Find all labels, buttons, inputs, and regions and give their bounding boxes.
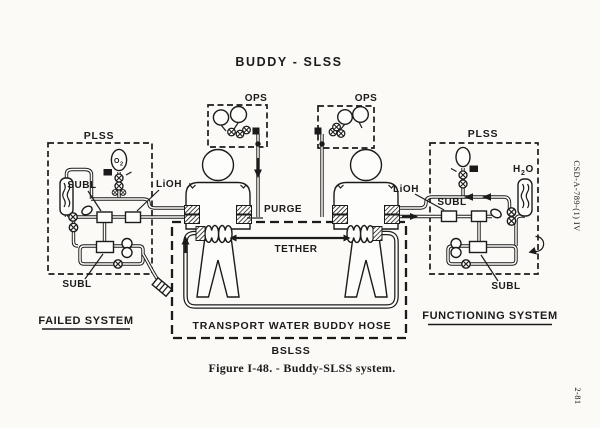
flow-arrow-left <box>464 193 473 201</box>
plss-left-label: PLSS <box>84 130 115 142</box>
h2o-label: H <box>513 164 521 175</box>
o2-label: O <box>114 158 120 165</box>
sublimator-lower-right <box>468 240 488 254</box>
figure-caption: Figure I-48. - Buddy-SLSS system. <box>208 361 395 375</box>
functioning-system-label: FUNCTIONING SYSTEM <box>422 310 557 322</box>
purge-flow-arrow <box>254 169 262 178</box>
ops-right-internals <box>314 105 370 217</box>
hose-fitting-left <box>195 226 206 241</box>
lioh-right-label: LiOH <box>393 184 419 195</box>
water-disconnect-fitting <box>151 276 173 298</box>
tether-end <box>343 234 351 242</box>
sublimator-right <box>440 210 458 223</box>
water-flow-arrow-up <box>181 236 190 245</box>
purge-label: PURGE <box>264 204 302 215</box>
hose-fitting-right <box>372 226 383 241</box>
sublimator-left <box>96 211 113 224</box>
labels: BUDDY - SLSS PLSS PLSS OPS OPS SUBL LiOH… <box>38 55 583 405</box>
page-number: 2-81 <box>573 387 583 404</box>
plss-left-internals <box>59 148 188 298</box>
flow-arrow-left <box>482 193 491 201</box>
ops-left-label: OPS <box>245 93 268 104</box>
subl-lower-right-label: SUBL <box>491 281 520 292</box>
bslss-box <box>170 220 408 340</box>
astronaut-left <box>183 148 253 298</box>
bslss-label: BSLSS <box>271 345 310 357</box>
ops-right-label: OPS <box>355 93 378 104</box>
lioh-cartridge-right <box>470 210 488 223</box>
sublimator-lower-left <box>95 240 115 254</box>
ops-right-box <box>317 105 375 149</box>
astronaut-right <box>331 148 401 298</box>
pump-right <box>450 246 462 259</box>
diagram-title: BUDDY - SLSS <box>235 55 342 69</box>
leader-lines <box>84 189 499 282</box>
tether-label: TETHER <box>275 244 318 255</box>
o2-bottle-right <box>455 146 471 168</box>
check-valve-left <box>81 205 93 216</box>
lioh-cartridge-left <box>124 211 142 224</box>
plss-right-internals <box>397 146 545 269</box>
subl-upper-right-label: SUBL <box>437 197 466 208</box>
h2o-reservoir-right <box>517 178 533 217</box>
bslss-loop <box>181 224 399 309</box>
plss-right-label: PLSS <box>468 128 499 140</box>
subl-upper-left-label: SUBL <box>67 180 96 191</box>
pump-left <box>121 246 133 259</box>
subl-lower-left-label: SUBL <box>62 279 91 290</box>
check-valve-right <box>490 208 502 219</box>
ops-o2-sphere <box>337 108 354 125</box>
ops-left-box <box>207 104 268 148</box>
flow-arrow-right <box>410 213 418 220</box>
flow-arrow-curved <box>528 247 537 255</box>
ops-left-internals <box>212 105 262 217</box>
o2-bottle-left <box>110 148 128 172</box>
ops-o2-sphere <box>212 109 230 126</box>
h2o-label-sub: 2 <box>521 170 525 177</box>
transport-hose-label: TRANSPORT WATER BUDDY HOSE <box>193 320 392 332</box>
astronauts <box>183 148 401 298</box>
plss-right-box <box>429 142 539 275</box>
ops-o2-sphere <box>229 105 248 124</box>
ops-o2-sphere <box>352 105 370 123</box>
failed-system-label: FAILED SYSTEM <box>38 315 133 327</box>
o2-label-sub: 2 <box>120 162 123 168</box>
tether-end <box>229 234 237 242</box>
lioh-left-label: LiOH <box>156 179 182 190</box>
h2o-label-o: O <box>526 164 534 175</box>
dashed-boxes <box>47 104 539 340</box>
plss-left-box <box>47 142 153 275</box>
document-reference: CSD-A-789-(1) IV <box>572 160 582 232</box>
